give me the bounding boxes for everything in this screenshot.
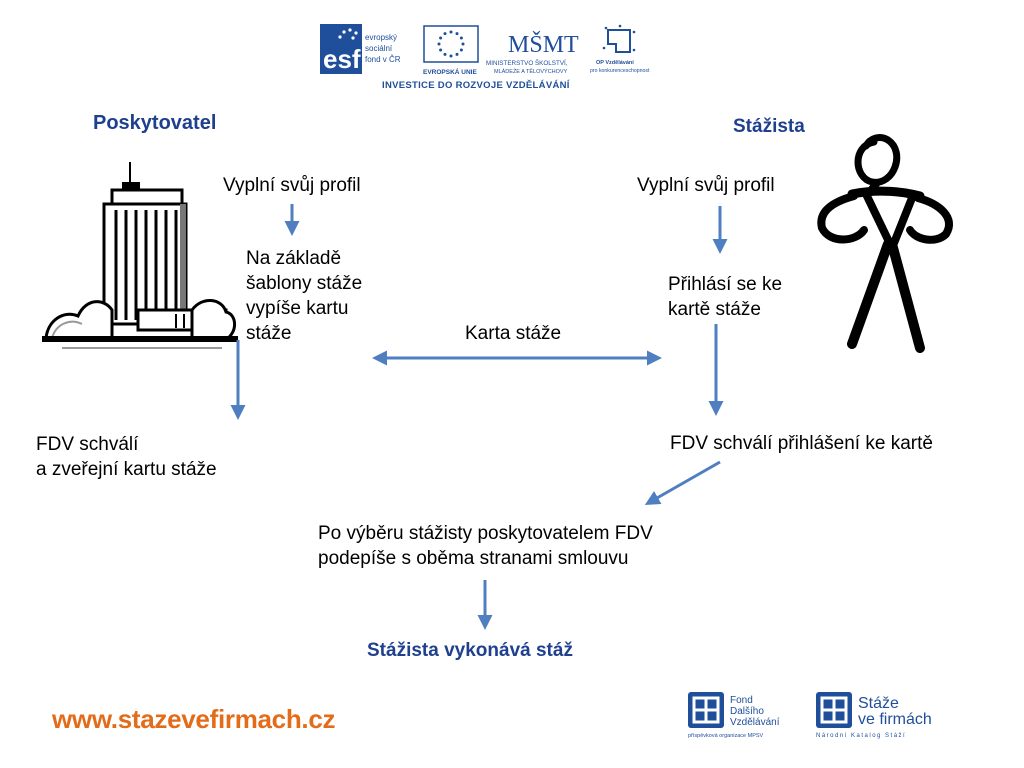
right-step1: Vyplní svůj profil	[637, 175, 775, 196]
left-step2: Na základě šablony stáže vypíše kartu st…	[246, 248, 363, 344]
eu-flag-icon: EVROPSKÁ UNIE	[423, 25, 479, 76]
staze-logo: Stáže ve firmách Národní Katalog Stáží	[814, 690, 954, 740]
eu-star	[449, 30, 453, 34]
staze-line1: Stáže	[858, 695, 899, 712]
msmt-mark: MŠMT	[508, 31, 579, 58]
eu-star	[437, 42, 441, 46]
fdv-logo: Fond Dalšího Vzdělávání příspěvková orga…	[686, 690, 796, 740]
right-step2: Přihlásí se ke kartě stáže	[668, 274, 783, 320]
arrow-to-contract	[644, 460, 721, 505]
fdv-line3: Vzdělávání	[730, 717, 780, 728]
karta-label: Karta stáže	[465, 323, 562, 344]
left-step3: FDV schválí a zveřejní kartu stáže	[36, 434, 217, 480]
staze-line2: ve firmách	[858, 711, 932, 728]
msmt-line2: MLÁDEŽE A TĚLOVÝCHOVY	[494, 67, 568, 75]
final-step: Stážista vykonává stáž	[367, 640, 573, 661]
left-step1: Vyplní svůj profil	[223, 175, 361, 196]
fdv-line1: Fond	[730, 695, 753, 706]
right-step3: FDV schválí přihlášení ke kartě	[670, 433, 933, 454]
esf-line3: fond v ČR	[365, 55, 401, 64]
staze-logo-icon: Stáže ve firmách Národní Katalog Stáží	[816, 692, 932, 739]
eu-star	[443, 32, 447, 36]
msmt-logo: MŠMT MINISTERSTVO ŠKOLSTVÍ, MLÁDEŽE A TĚ…	[484, 22, 596, 78]
esf-logo-icon: esf evropský sociální fond v ČR	[320, 24, 401, 74]
fdv-line2: Dalšího	[730, 706, 764, 717]
poskytovatel-title: Poskytovatel	[93, 112, 217, 134]
building-icon	[42, 162, 238, 349]
eu-star	[455, 52, 459, 56]
esf-line2: sociální	[365, 44, 393, 53]
investice-banner: INVESTICE DO ROZVOJE VZDĚLÁVÁNÍ	[382, 80, 570, 91]
eu-logo: EVROPSKÁ UNIE	[422, 24, 482, 78]
op-line1: OP Vzdělávání	[596, 60, 634, 66]
eu-star	[449, 54, 453, 58]
msmt-line1: MINISTERSTVO ŠKOLSTVÍ,	[486, 58, 568, 67]
eu-star	[439, 36, 443, 40]
fdv-logo-icon: Fond Dalšího Vzdělávání příspěvková orga…	[688, 692, 780, 739]
eu-caption: EVROPSKÁ UNIE	[423, 67, 477, 76]
staze-sub: Národní Katalog Stáží	[816, 733, 906, 739]
esf-logo: esf evropský sociální fond v ČR	[320, 24, 420, 76]
contract-text: Po výběru stážisty poskytovatelem FDV po…	[318, 523, 653, 569]
fdv-sub: příspěvková organizace MPSV	[688, 733, 764, 739]
eu-star	[455, 32, 459, 36]
eu-star	[461, 42, 465, 46]
eu-star	[439, 48, 443, 52]
op-logo-icon: OP Vzdělávání pro konkurenceschopnost	[590, 24, 650, 74]
eu-star	[459, 36, 463, 40]
esf-mark: esf	[323, 44, 361, 74]
eu-star	[459, 48, 463, 52]
eu-star	[443, 52, 447, 56]
building-illustration	[42, 160, 238, 356]
stazista-title: Stážista	[733, 116, 805, 137]
website-url[interactable]: www.stazevefirmach.cz	[52, 704, 336, 734]
op-line2: pro konkurenceschopnost	[590, 68, 650, 74]
msmt-logo-icon: MŠMT MINISTERSTVO ŠKOLSTVÍ, MLÁDEŽE A TĚ…	[486, 31, 579, 75]
stick-figure-icon	[817, 134, 953, 353]
op-logo: OP Vzdělávání pro konkurenceschopnost	[590, 24, 660, 78]
stick-figure-illustration	[812, 132, 962, 358]
esf-line1: evropský	[365, 33, 397, 42]
